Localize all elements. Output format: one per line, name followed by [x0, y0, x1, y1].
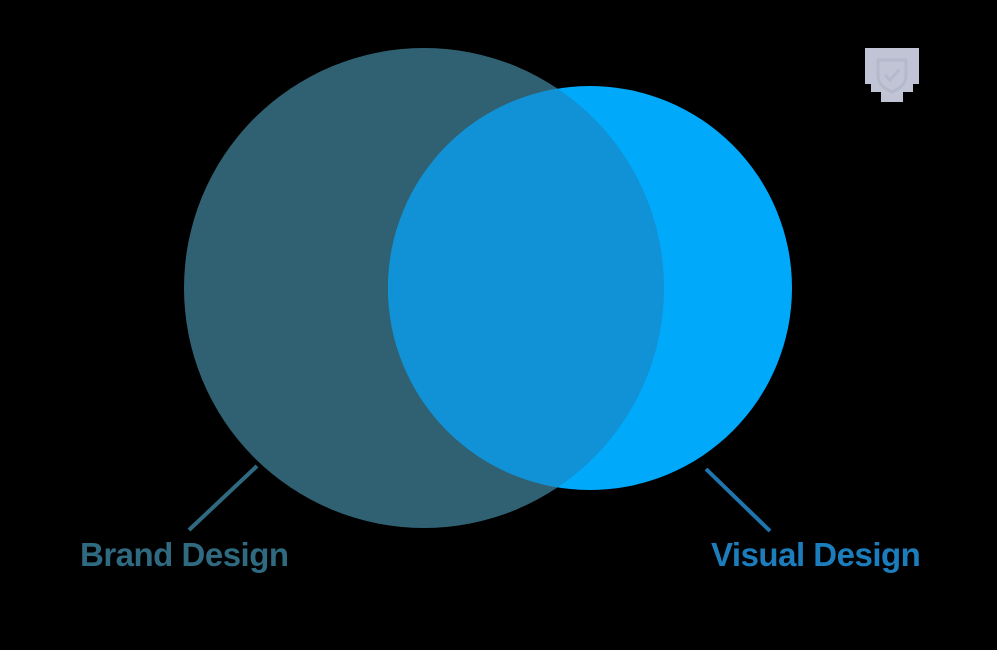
visual-design-label: Visual Design	[711, 536, 921, 573]
visual-design-leader-line	[704, 467, 772, 533]
brand-design-label: Brand Design	[80, 536, 289, 573]
shield-check-icon	[865, 48, 919, 102]
brand-design-leader-line	[187, 464, 259, 532]
overlap-region	[388, 86, 664, 490]
